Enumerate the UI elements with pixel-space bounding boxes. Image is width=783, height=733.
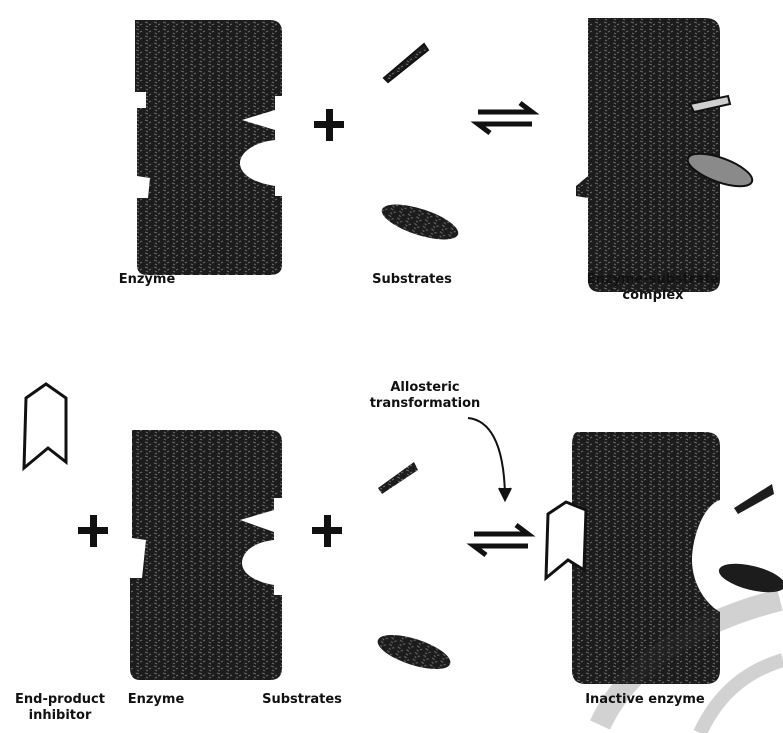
enzyme-label-bottom: Enzyme [116, 692, 196, 708]
released-substrate-wedge [734, 484, 774, 514]
plus-sign-bottom-left [78, 515, 108, 547]
inactive-enzyme-label: Inactive enzyme [570, 692, 720, 708]
enzyme-bottom [130, 430, 282, 680]
inhibitor-label: End-product inhibitor [0, 692, 120, 724]
substrate-wedge-bottom [378, 462, 418, 494]
enzyme-substrate-complex [576, 18, 756, 292]
annotation-label: Allosteric transformation [355, 380, 495, 412]
enzyme-top [135, 20, 282, 275]
equilibrium-arrows-bottom [474, 525, 528, 555]
plus-sign-top [314, 109, 344, 141]
substrates-label-top: Substrates [362, 272, 462, 288]
end-product-inhibitor [24, 384, 66, 468]
bound-inhibitor [546, 502, 586, 578]
substrate-wedge [384, 44, 428, 82]
substrates-label-bottom: Substrates [242, 692, 362, 708]
complex-label: Enzyme-substrate complex [578, 272, 728, 304]
substrate-oval [378, 197, 462, 246]
enzyme-label-top: Enzyme [112, 272, 182, 288]
substrates-top [378, 44, 462, 247]
substrate-oval-bottom [374, 628, 454, 676]
plus-sign-bottom-mid [312, 515, 342, 547]
equilibrium-arrows-top [478, 103, 532, 133]
allosteric-arrow [468, 418, 511, 500]
substrates-bottom [374, 462, 454, 676]
